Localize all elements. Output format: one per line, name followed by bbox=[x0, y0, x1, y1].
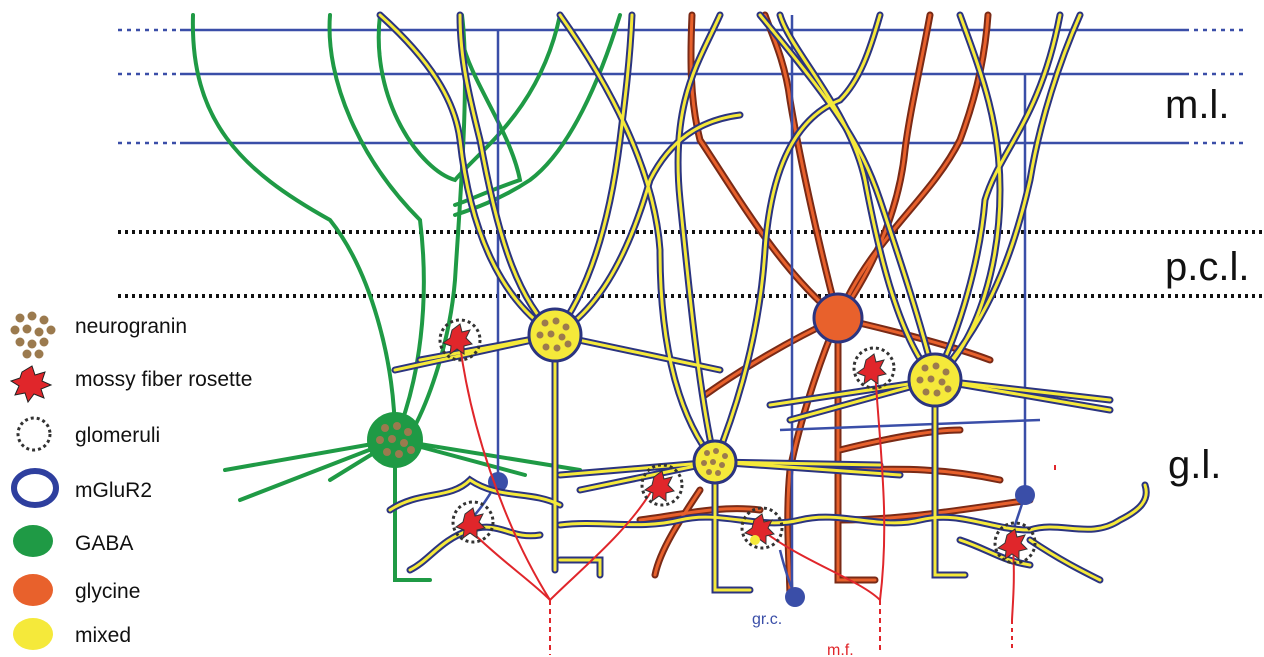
mixed-cell-body-1 bbox=[527, 307, 583, 363]
glycine-cell-body bbox=[812, 292, 864, 344]
glycine-dot-icon bbox=[13, 574, 53, 606]
legend: neurogranin mossy fiber rosette glomerul… bbox=[9, 311, 252, 650]
mixed-dot-icon bbox=[13, 618, 53, 650]
glomeruli-icon bbox=[16, 416, 52, 452]
granular-layer-label: g.l. bbox=[1168, 443, 1221, 487]
purkinje-cell-layer-label: p.c.l. bbox=[1165, 245, 1249, 289]
neurogranin-icon bbox=[10, 311, 56, 359]
glomerulus-1 bbox=[438, 318, 482, 362]
legend-label-mglur2: mGluR2 bbox=[75, 479, 152, 502]
glomerulus-6 bbox=[993, 521, 1037, 565]
mixed-dendrites bbox=[376, 11, 1150, 594]
layer-borders bbox=[118, 230, 1262, 298]
legend-label-mossy-fiber-rosette: mossy fiber rosette bbox=[75, 368, 252, 391]
legend-label-gaba: GABA bbox=[75, 532, 133, 555]
mossy-fiber-rosette-icon bbox=[9, 365, 53, 404]
gaba-dot-icon bbox=[13, 525, 53, 557]
mixed-cell-body-2 bbox=[692, 439, 738, 485]
parallel-fibers bbox=[118, 28, 1245, 145]
legend-label-mixed: mixed bbox=[75, 624, 131, 647]
legend-label-neurogranin: neurogranin bbox=[75, 315, 187, 338]
glomerulus-2 bbox=[451, 500, 495, 544]
legend-label-glomeruli: glomeruli bbox=[75, 424, 160, 447]
granule-cell-label: gr.c. bbox=[752, 611, 782, 628]
mossy-fiber-label: m.f. bbox=[827, 642, 854, 657]
molecular-layer-label: m.l. bbox=[1165, 83, 1229, 127]
glomerulus-4 bbox=[740, 506, 784, 550]
mixed-cell-body-3 bbox=[907, 352, 963, 408]
gaba-cell-body bbox=[367, 412, 423, 468]
legend-label-glycine: glycine bbox=[75, 580, 140, 603]
mglur2-ring-icon bbox=[11, 468, 59, 508]
glomerulus-5 bbox=[852, 346, 896, 390]
mossy-fibers bbox=[459, 344, 1056, 655]
glomerulus-3 bbox=[640, 463, 684, 507]
